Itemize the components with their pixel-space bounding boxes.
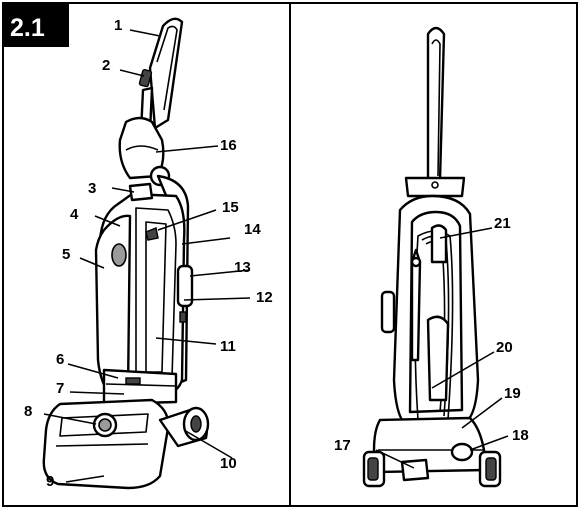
rear-pedal <box>400 458 430 482</box>
power-cord-plug <box>450 442 474 462</box>
lower-neck <box>102 368 178 406</box>
cord-cavity <box>408 210 464 414</box>
callout-5: 5 <box>62 246 70 263</box>
handle-switch <box>138 68 153 88</box>
side-view-vacuum <box>42 17 210 490</box>
callout-7: 7 <box>56 380 64 397</box>
callout-19: 19 <box>504 385 521 402</box>
filter-indicator <box>145 227 159 241</box>
cup-release-button <box>111 243 127 267</box>
callout-4: 4 <box>70 206 79 223</box>
upper-cord-hook <box>118 116 165 180</box>
crevice-tool <box>426 315 450 402</box>
rear-handle <box>426 26 446 182</box>
callout-20: 20 <box>496 339 513 356</box>
hose-attachment <box>176 264 194 308</box>
callout-10: 10 <box>220 455 237 472</box>
dirt-cup <box>94 214 132 394</box>
callout-11: 11 <box>220 338 236 355</box>
callout-17: 17 <box>334 437 351 454</box>
callout-16: 16 <box>220 137 237 154</box>
figure-badge-text: 2.1 <box>10 14 45 42</box>
callout-6: 6 <box>56 351 64 368</box>
callout-12: 12 <box>256 289 273 306</box>
leader-lines <box>43 29 509 483</box>
callout-8: 8 <box>24 403 32 420</box>
callout-13: 13 <box>234 259 251 276</box>
callout-18: 18 <box>512 427 529 444</box>
callout-9: 9 <box>46 473 54 490</box>
upper-cord-wrap-hook <box>430 224 448 264</box>
rear-view-vacuum <box>362 26 502 488</box>
callout-21: 21 <box>494 215 511 232</box>
callout-3: 3 <box>88 180 96 197</box>
rear-handle-collar <box>404 176 466 198</box>
figure-badge: 2.1 <box>3 3 69 47</box>
callout-15: 15 <box>222 199 239 216</box>
callout-14: 14 <box>244 221 261 238</box>
top-cap <box>128 182 154 202</box>
callout-labels: 1 2 3 4 5 6 7 8 9 10 11 12 13 14 15 16 1… <box>24 17 529 490</box>
callout-1: 1 <box>114 17 122 34</box>
callout-2: 2 <box>102 57 110 74</box>
side-tool <box>380 290 396 334</box>
